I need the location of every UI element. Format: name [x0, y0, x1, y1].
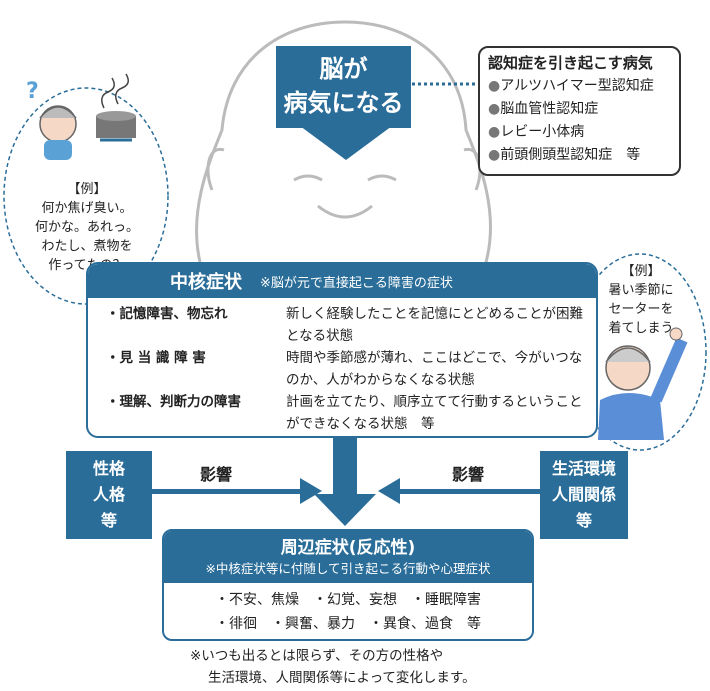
- bubble-line: セーターを: [608, 302, 674, 317]
- core-symptom-desc: 新しく経験したことを記憶にとどめることが困難となる状態: [286, 306, 583, 344]
- mouth: [317, 204, 373, 219]
- bubble-line: 着てしまう: [608, 321, 674, 336]
- core-down-shaft: [333, 438, 357, 496]
- core-symptom-label: ・見 当 識 障 害: [106, 350, 206, 366]
- right-example-bubble: 【例】 暑い季節に セーターを 着てしまう: [596, 262, 686, 338]
- bubble-line: 【例】: [621, 264, 661, 279]
- footnote-line: ※いつも出るとは限らず、その方の性格や: [190, 648, 444, 664]
- right-influence-shaft: [398, 489, 540, 494]
- core-symptoms-title: 中核症状: [170, 272, 242, 293]
- left-ear: [206, 147, 225, 191]
- environment-factor-box: 生活環境 人間関係 等: [540, 451, 628, 539]
- brain-line2: 病気になる: [283, 89, 404, 117]
- brain-down-arrow: [300, 126, 392, 160]
- disease-list-title: 認知症を引き起こす病気: [488, 54, 653, 72]
- factor-line: 性格: [92, 459, 125, 478]
- disease-list-box: 認知症を引き起こす病気 ●アルツハイマー型認知症 ●脳血管性認知症 ●レビー小体…: [478, 46, 681, 176]
- disease-item: ●レビー小体病: [488, 124, 585, 140]
- left-influence-shaft: [152, 489, 302, 494]
- disease-item: ●脳血管性認知症: [488, 101, 599, 117]
- disease-item: ●前頭側頭型認知症 等: [488, 147, 641, 163]
- factor-line: 人格: [92, 485, 125, 504]
- brain-illness-box: 脳が 病気になる: [276, 46, 411, 128]
- core-down-head: [314, 494, 376, 526]
- left-influence-label: 影響: [200, 465, 233, 484]
- bubble-line: 何かな。あれっ。: [34, 220, 139, 235]
- left-influence-head: [300, 478, 322, 504]
- footnote: ※いつも出るとは限らず、その方の性格や 生活環境、人間関係等によって変化します。: [160, 645, 560, 689]
- woman-cooking-illustration: ?: [26, 73, 136, 160]
- peripheral-symptoms-box: 周辺症状(反応性) ※中核症状等に付随して引き起こる行動や心理症状 ・不安、焦燥…: [162, 529, 534, 641]
- bubble-line: わたし、煮物を: [41, 239, 133, 254]
- bubble-line: 【例】: [67, 182, 107, 197]
- right-influence-label: 影響: [452, 465, 485, 484]
- peripheral-symptom-row: ・不安、焦燥 ・幻覚、妄想 ・睡眠障害: [215, 592, 481, 608]
- brain-line1: 脳が: [319, 55, 368, 83]
- core-symptom-label: ・記憶障害、物忘れ: [106, 306, 228, 322]
- factor-line: 人間関係: [551, 485, 616, 504]
- core-symptom-desc: 計画を立てたり、順序立てて行動するということができなくなる状態 等: [286, 394, 583, 432]
- bubble-line: 暑い季節に: [608, 283, 674, 298]
- peripheral-symptoms-title: 周辺症状(反応性): [280, 538, 416, 558]
- disease-item: ●アルツハイマー型認知症: [488, 78, 654, 94]
- core-symptoms-note: ※脳が元で直接起こる障害の症状: [260, 275, 453, 291]
- core-symptoms-box: 中核症状 ※脳が元で直接起こる障害の症状 ・記憶障害、物忘れ 新しく経験したこと…: [86, 262, 598, 438]
- right-eye: [367, 174, 397, 182]
- factor-line: 等: [100, 511, 117, 530]
- left-example-bubble: 【例】 何か焦げ臭い。 何かな。あれっ。 わたし、煮物を 作ってたの？: [20, 180, 154, 275]
- factor-line: 生活環境: [551, 459, 616, 478]
- core-symptom-desc: 時間や季節感が薄れ、ここはどこで、今がいつなのか、人がわからなくなる状態: [286, 350, 583, 388]
- peripheral-symptoms-subtitle: ※中核症状等に付随して引き起こる行動や心理症状: [205, 561, 491, 576]
- core-symptom-row: ・記憶障害、物忘れ 新しく経験したことを記憶にとどめることが困難となる状態: [88, 303, 596, 347]
- core-symptoms-header: 中核症状 ※脳が元で直接起こる障害の症状: [88, 264, 596, 298]
- peripheral-symptoms-header: 周辺症状(反応性) ※中核症状等に付随して引き起こる行動や心理症状: [164, 531, 532, 583]
- left-eye: [293, 174, 323, 182]
- right-influence-head: [378, 478, 400, 504]
- woman-sweater-illustration: [598, 327, 688, 440]
- personality-factor-box: 性格 人格 等: [66, 451, 152, 539]
- bubble-line: 何か焦げ臭い。: [41, 201, 133, 216]
- core-symptom-row: ・理解、判断力の障害 計画を立てたり、順序立てて行動するということができなくなる…: [88, 391, 596, 435]
- core-symptom-label: ・理解、判断力の障害: [106, 394, 241, 410]
- svg-text:?: ?: [26, 79, 39, 104]
- peripheral-symptom-row: ・徘徊 ・興奮、暴力 ・異食、過食 等: [215, 616, 481, 632]
- core-symptom-row: ・見 当 識 障 害 時間や季節感が薄れ、ここはどこで、今がいつなのか、人がわか…: [88, 347, 596, 391]
- factor-line: 等: [575, 511, 592, 530]
- footnote-line: 生活環境、人間関係等によって変化します。: [208, 670, 476, 686]
